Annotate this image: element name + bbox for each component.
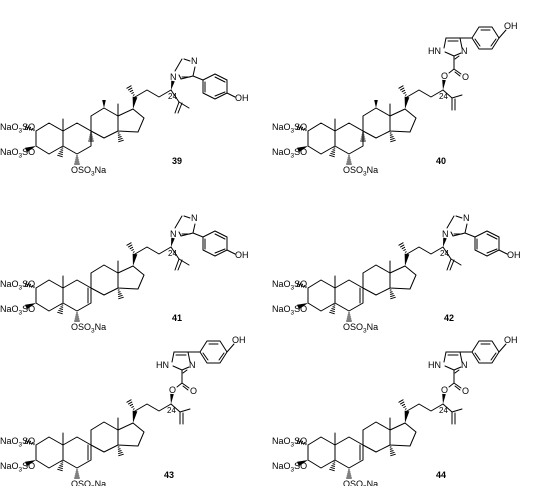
c24-label: 24: [168, 249, 177, 258]
n3-label: N: [463, 213, 470, 223]
n3-label: N: [191, 213, 198, 223]
hydroxyl-label: OH: [232, 335, 246, 345]
oso3na-label: OSO3Na: [343, 165, 378, 178]
n3-label: N: [461, 46, 468, 56]
sulfate-label-c2: NaO3SO: [272, 436, 307, 449]
sulfate-label-c3: NaO3SO: [272, 147, 307, 160]
sulfate-label-c3: NaO3SO: [0, 147, 35, 160]
oso3na-label: OSO3Na: [71, 165, 106, 178]
compound-number: 39: [172, 156, 182, 166]
carbonyl-o-label: O: [462, 72, 469, 82]
ester-o-label: O: [169, 385, 176, 395]
sulfate-label-c2: NaO3SO: [0, 122, 35, 135]
hydroxyl-label: OH: [235, 250, 249, 260]
c24-label: 24: [167, 406, 176, 415]
sulfate-label-c2: NaO3SO: [272, 122, 307, 135]
n3-label: N: [461, 360, 468, 370]
compound-40: NaO3SO NaO3SO OSO3Na 24 O O HN N OH 40: [272, 21, 518, 178]
sulfate-label-c2: NaO3SO: [0, 279, 35, 292]
sulfate-label-c3: NaO3SO: [0, 304, 35, 317]
compound-number: 42: [444, 313, 454, 323]
n1-label: N: [442, 229, 449, 239]
compound-number: 41: [172, 313, 182, 323]
nh-label: HN: [156, 360, 169, 370]
sulfate-label-c2: NaO3SO: [0, 436, 35, 449]
compound-39: NaO3SO NaO3SO OSO3Na 24 N N OH 39: [0, 56, 249, 178]
compound-44: NaO3SO NaO3SO OSO3Na 24 O O HN N OH 44: [272, 335, 518, 486]
oso3na-label: OSO3Na: [343, 479, 378, 486]
compound-42: NaO3SO NaO3SO OSO3Na 24 N N OH 42: [272, 213, 521, 335]
compound-43: NaO3SO NaO3SO OSO3Na 24 O O HN N OH 43: [0, 335, 246, 486]
carbonyl-o-label: O: [190, 386, 197, 396]
sulfate-label-c3: NaO3SO: [272, 304, 307, 317]
oso3na-label: OSO3Na: [71, 479, 106, 486]
compound-number: 40: [436, 156, 446, 166]
n1-label: N: [170, 229, 177, 239]
ester-o-label: O: [441, 71, 448, 81]
hydroxyl-label: OH: [504, 21, 518, 31]
hydroxyl-label: OH: [504, 335, 518, 345]
n1-label: N: [170, 72, 177, 82]
c24-label: 24: [439, 92, 448, 101]
hydroxyl-label: OH: [507, 250, 521, 260]
carbonyl-o-label: O: [462, 386, 469, 396]
oso3na-label: OSO3Na: [71, 322, 106, 335]
n3-label: N: [189, 360, 196, 370]
hydroxyl-label: OH: [235, 93, 249, 103]
nh-label: HN: [428, 46, 441, 56]
sulfate-label-c3: NaO3SO: [0, 461, 35, 474]
nh-label: HN: [428, 360, 441, 370]
c24-label: 24: [439, 406, 448, 415]
c24-label: 24: [440, 249, 449, 258]
c24-label: 24: [168, 92, 177, 101]
sulfate-label-c2: NaO3SO: [272, 279, 307, 292]
oso3na-label: OSO3Na: [343, 322, 378, 335]
compound-41: NaO3SO NaO3SO OSO3Na 24 N N OH 41: [0, 213, 249, 335]
compound-number: 43: [164, 470, 174, 480]
sulfate-label-c3: NaO3SO: [272, 461, 307, 474]
ester-o-label: O: [441, 385, 448, 395]
n3-label: N: [191, 56, 198, 66]
compound-number: 44: [436, 470, 446, 480]
